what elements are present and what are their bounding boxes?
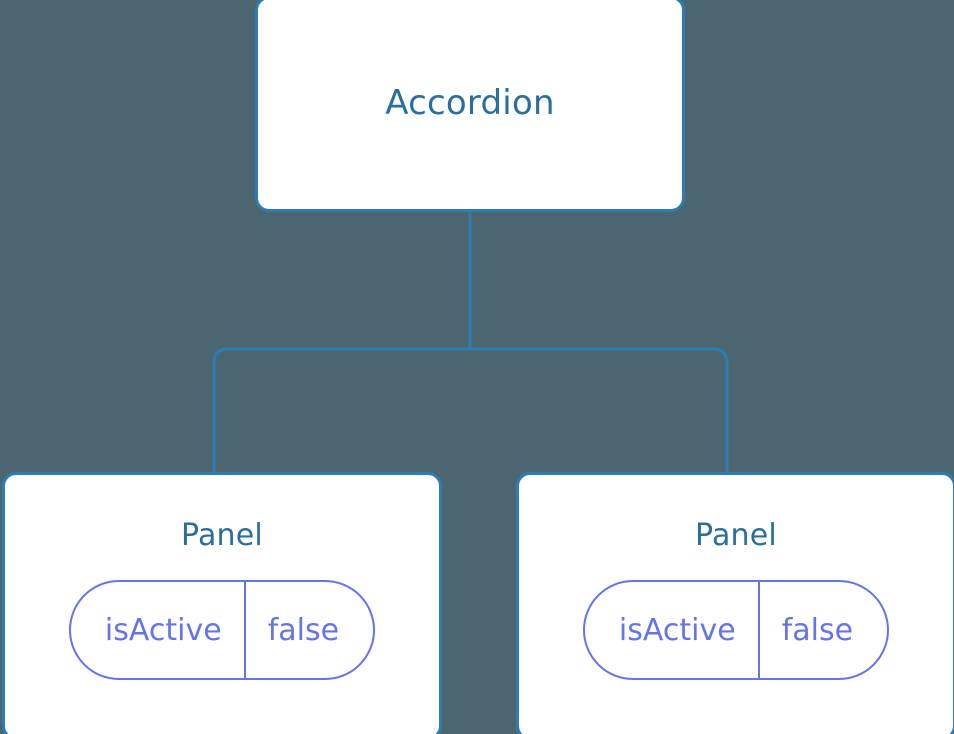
prop-value-isactive: false bbox=[243, 582, 373, 678]
prop-key-isactive: isActive bbox=[104, 612, 222, 648]
node-panel-2-title: Panel bbox=[695, 518, 777, 553]
node-panel-1[interactable]: Panel isActive false bbox=[2, 472, 442, 734]
prop-key-isactive: isActive bbox=[618, 612, 736, 648]
connector-edge-right bbox=[470, 347, 729, 476]
prop-value-isactive: false bbox=[757, 582, 887, 678]
node-accordion-title: Accordion bbox=[385, 83, 555, 124]
node-accordion[interactable]: Accordion bbox=[255, 0, 685, 212]
prop-pill-panel-1[interactable]: isActive false bbox=[68, 580, 376, 680]
connector-edge-left bbox=[212, 347, 470, 476]
node-panel-1-title: Panel bbox=[181, 518, 263, 553]
node-panel-2[interactable]: Panel isActive false bbox=[516, 472, 954, 734]
prop-pill-panel-2[interactable]: isActive false bbox=[582, 580, 890, 680]
